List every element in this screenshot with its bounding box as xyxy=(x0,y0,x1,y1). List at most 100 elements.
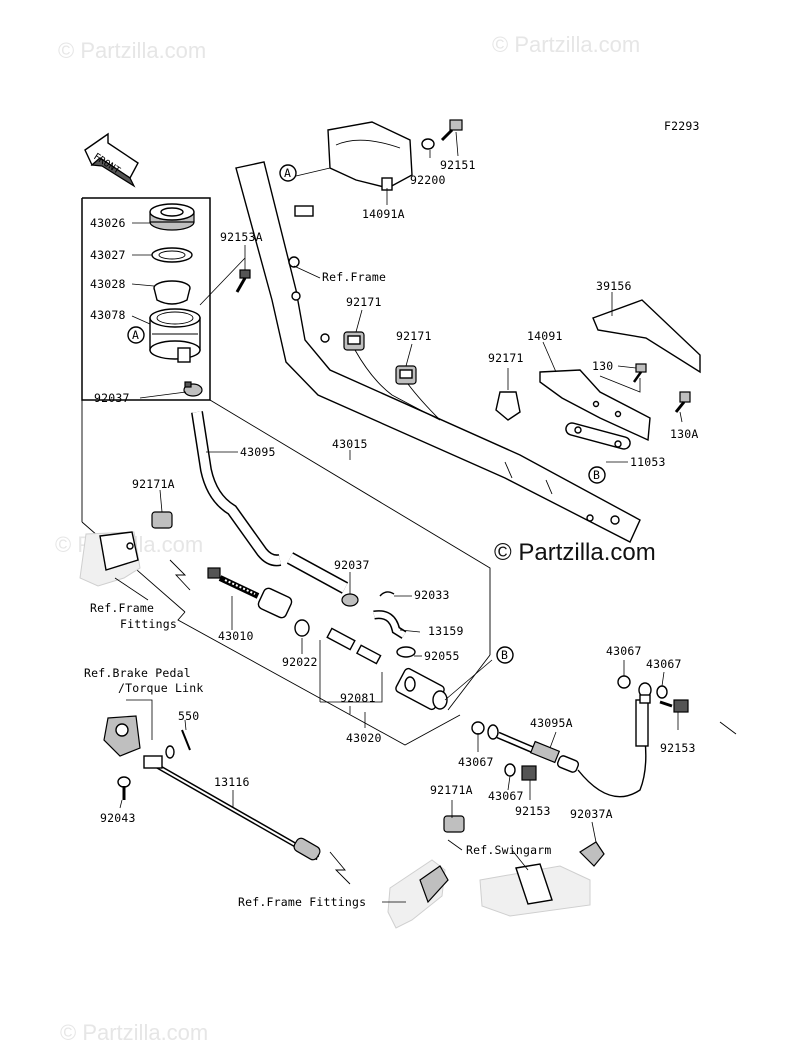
brake-hose-43095a-icon xyxy=(496,699,649,798)
clamp-92037a-icon xyxy=(579,841,605,867)
label-43095: 43095 xyxy=(240,445,276,459)
cover-39156-icon xyxy=(592,299,701,374)
bolt-92151-icon xyxy=(440,119,463,142)
label-92151: 92151 xyxy=(440,158,476,172)
label-ref-frame-left-1: Ref.Frame xyxy=(90,601,154,615)
clip-92171-c-icon xyxy=(495,391,521,421)
watermark-top-right: © Partzilla.com xyxy=(492,32,640,57)
label-92055: 92055 xyxy=(424,649,460,663)
cover-14091a-icon xyxy=(327,121,413,191)
washer-550-icon xyxy=(165,745,175,759)
label-13159: 13159 xyxy=(428,624,464,638)
label-130a: 130A xyxy=(670,427,699,441)
diaphragm-icon xyxy=(153,280,191,305)
bracket-14091-icon xyxy=(539,369,651,442)
hose-clamp-upper-icon xyxy=(183,381,203,397)
label-43027: 43027 xyxy=(90,248,126,262)
frame-tube-icon xyxy=(235,161,641,543)
label-92022: 92022 xyxy=(282,655,318,669)
label-43026: 43026 xyxy=(90,216,126,230)
label-43067-c: 43067 xyxy=(458,755,494,769)
leader-lines xyxy=(114,131,683,903)
label-43067-a: 43067 xyxy=(606,644,642,658)
callout-b-right: B xyxy=(593,468,600,482)
label-11053: 11053 xyxy=(630,455,666,469)
label-43095a: 43095A xyxy=(530,716,573,730)
label-ref-frame-left-2: Fittings xyxy=(120,617,177,631)
reservoir-body-icon xyxy=(149,308,201,363)
part-labels: 43026 43027 43028 43078 92037 92153A 921… xyxy=(84,158,699,909)
label-43067-b: 43067 xyxy=(646,657,682,671)
label-43010: 43010 xyxy=(218,629,254,643)
bolt-92153-right-icon xyxy=(659,699,689,713)
frame-fitting-left-icon xyxy=(79,531,141,587)
label-92171-a: 92171 xyxy=(346,295,382,309)
clip-92171-b-icon xyxy=(395,365,417,385)
pushrod-13116-icon xyxy=(143,755,321,861)
master-cylinder-icon xyxy=(207,567,293,619)
callout-a-left: A xyxy=(132,328,139,342)
swingarm-icon xyxy=(479,863,591,917)
bolt-92153-low-icon xyxy=(521,765,537,781)
figure-code: F2293 xyxy=(664,119,700,133)
washer-43067-c-icon xyxy=(471,721,485,735)
washer-43067-d-icon xyxy=(504,763,516,777)
label-92171-b: 92171 xyxy=(396,329,432,343)
label-92200: 92200 xyxy=(410,173,446,187)
label-13116: 13116 xyxy=(214,775,250,789)
label-92037-upper: 92037 xyxy=(94,391,130,405)
washer-43067-a-icon xyxy=(617,675,631,689)
label-92033: 92033 xyxy=(414,588,450,602)
bolt-92153a-icon xyxy=(235,269,251,293)
bolt-130a-icon xyxy=(674,391,691,413)
clip-92171-a-icon xyxy=(343,331,365,351)
label-92043: 92043 xyxy=(100,811,136,825)
label-550: 550 xyxy=(178,709,199,723)
banjo-fitting-right-icon xyxy=(638,682,652,704)
clip-92171a-left-icon xyxy=(151,511,173,529)
label-ref-swingarm: Ref.Swingarm xyxy=(466,843,551,857)
frame-fitting-bottom-icon xyxy=(387,859,449,929)
circlip-icon xyxy=(294,619,310,637)
hose-clamp-mid-icon xyxy=(341,593,359,607)
piston-assembly-icon xyxy=(326,627,382,665)
label-92153-low: 92153 xyxy=(515,804,551,818)
plate-11053-icon xyxy=(565,422,631,450)
label-ref-frame-top: Ref.Frame xyxy=(322,270,386,284)
break-marks xyxy=(169,559,737,885)
label-130: 130 xyxy=(592,359,613,373)
cylinder-body-icon xyxy=(395,667,448,711)
label-92153a: 92153A xyxy=(220,230,263,244)
callout-a-top: A xyxy=(284,166,291,180)
banjo-fitting-low-icon xyxy=(487,724,499,740)
brake-pedal-link-icon xyxy=(103,715,141,757)
bolt-92043-icon xyxy=(117,776,131,800)
label-14091a: 14091A xyxy=(362,207,405,221)
washer-92200-icon xyxy=(421,138,435,150)
front-arrow-icon: FRONT xyxy=(84,132,139,188)
label-92081: 92081 xyxy=(340,691,376,705)
label-43028: 43028 xyxy=(90,277,126,291)
label-92171-c: 92171 xyxy=(488,351,524,365)
label-ref-frame-fittings-bottom: Ref.Frame Fittings xyxy=(238,895,366,909)
label-43067-d: 43067 xyxy=(488,789,524,803)
oring-92055-icon xyxy=(396,646,416,658)
label-92037a: 92037A xyxy=(570,807,613,821)
label-43015: 43015 xyxy=(332,437,368,451)
cotter-pin-550-icon xyxy=(181,729,191,751)
washer-43067-b-icon xyxy=(656,685,668,699)
label-43078: 43078 xyxy=(90,308,126,322)
watermark-center: © Partzilla.com xyxy=(494,539,656,566)
label-ref-brake-pedal-2: /Torque Link xyxy=(118,681,203,695)
clip-92171a-low-icon xyxy=(443,815,465,833)
label-92153-right: 92153 xyxy=(660,741,696,755)
label-39156: 39156 xyxy=(596,279,632,293)
label-ref-brake-pedal-1: Ref.Brake Pedal xyxy=(84,666,191,680)
label-92171a-left: 92171A xyxy=(132,477,175,491)
circlip-92033-icon xyxy=(379,591,395,597)
diaphragm-plate-icon xyxy=(151,247,193,263)
label-14091: 14091 xyxy=(527,329,563,343)
label-92037-mid: 92037 xyxy=(334,558,370,572)
